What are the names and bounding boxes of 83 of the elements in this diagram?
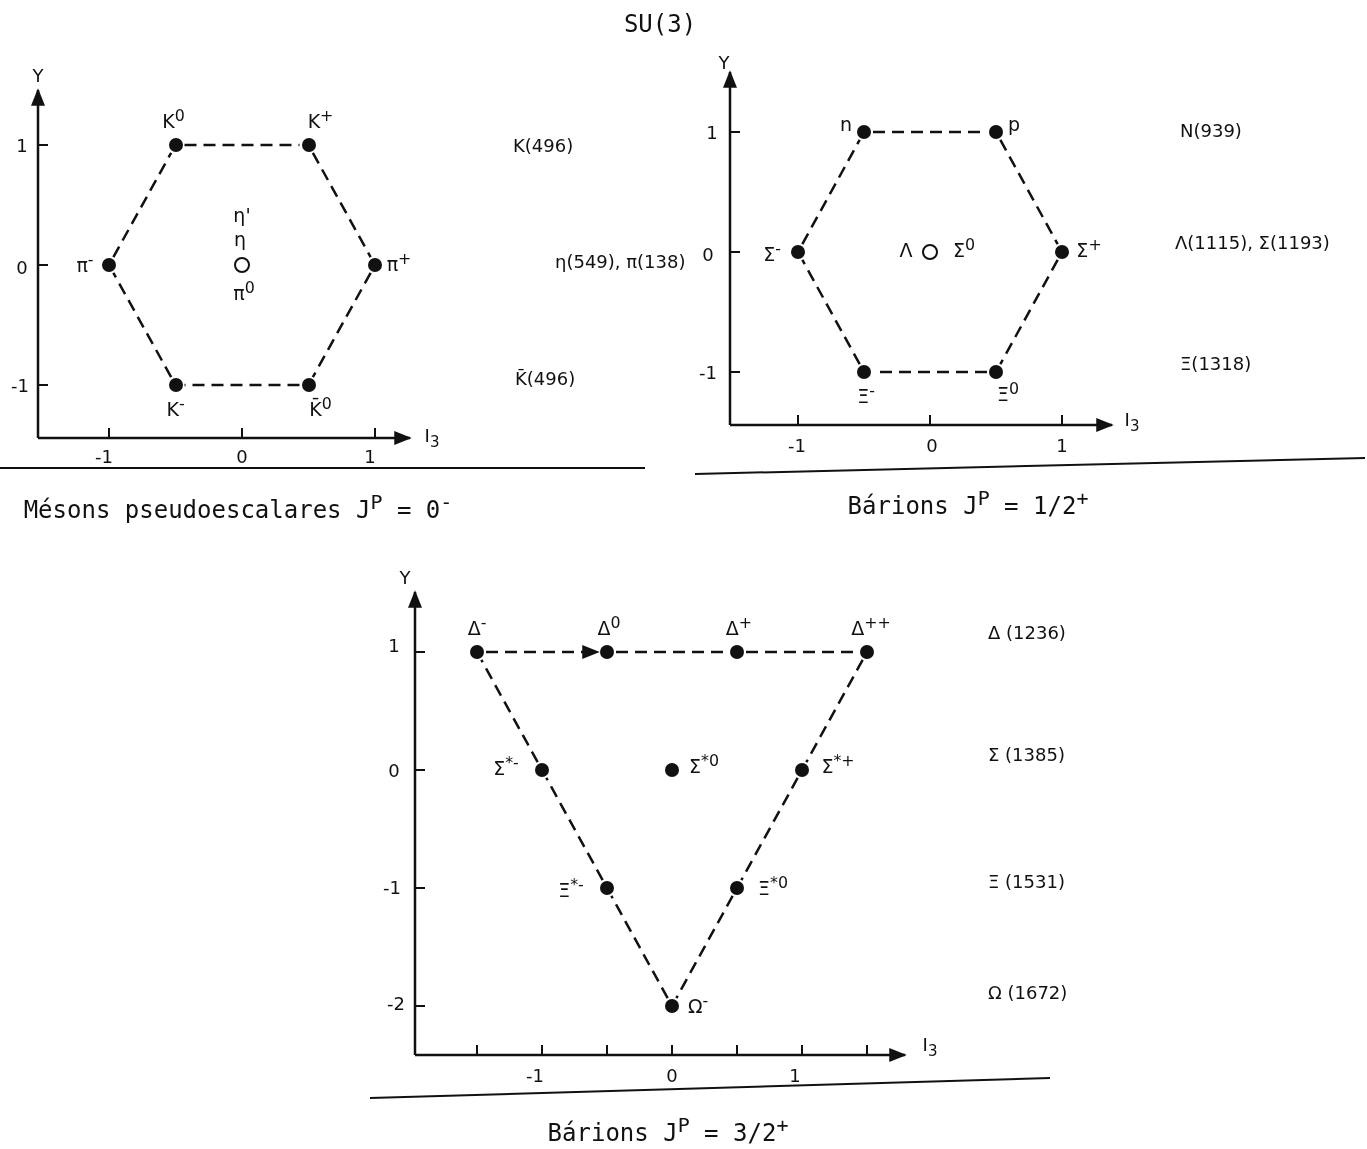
axis-tick-label: -1 <box>788 434 806 456</box>
particle-label: Σ$^{0}$ <box>952 234 976 262</box>
particle-label: π$^{-}$ <box>76 249 94 277</box>
mass-label: K(496) <box>513 135 574 156</box>
axis-tick-label: -1 <box>699 361 717 383</box>
mass-label: Ω (1672) <box>988 982 1068 1003</box>
axis-tick-label: -1 <box>95 445 113 467</box>
particle-label: η <box>234 228 246 250</box>
dashed-line <box>480 659 539 763</box>
particle-label: Δ$^{+}$ <box>725 612 753 640</box>
panel-caption: Bárions J$^{P}$ = 1/2$^{+}$ <box>847 486 1089 520</box>
axis-tick-label: Y <box>399 566 411 588</box>
particle-label: Ξ$^{*-}$ <box>558 874 584 902</box>
axis-tick-label: -1 <box>11 374 29 396</box>
axis-tick-label: Y <box>32 64 44 86</box>
axis-tick-label: -2 <box>387 992 405 1014</box>
particle-label: Σ$^{*-}$ <box>493 752 519 780</box>
axis-tick-label: 0 <box>236 445 248 467</box>
particle-label: Δ$^{++}$ <box>851 612 891 640</box>
particle-label: Σ$^{-}$ <box>763 238 781 266</box>
particle-label: K$^{+}$ <box>307 105 334 133</box>
axis-tick-label: I$_{3}$ <box>424 425 440 451</box>
particle-label: π$^{0}$ <box>233 277 255 305</box>
axis-tick-label: 1 <box>388 634 400 656</box>
particle-label: Ξ$^{*0}$ <box>758 872 788 900</box>
axis-tick-label: 1 <box>706 121 718 143</box>
particle-label: K̄$^{0}$ <box>309 393 332 421</box>
dashed-line <box>545 777 604 881</box>
dashed-line <box>801 259 861 365</box>
dashed-line <box>311 152 372 258</box>
axis-tick-label: Y <box>718 51 730 73</box>
mass-label: Δ (1236) <box>988 622 1066 643</box>
axis-tick-label: 1 <box>789 1064 801 1086</box>
dashed-line <box>801 139 861 245</box>
axis-tick-label: 0 <box>388 759 400 781</box>
axis-tick-label: 0 <box>702 243 714 265</box>
axis-tick-label: 1 <box>364 445 376 467</box>
mass-label: Λ(1115), Σ(1193) <box>1175 232 1330 253</box>
axis-tick-label: 0 <box>16 256 28 278</box>
particle-label: Ξ$^{-}$ <box>857 380 875 408</box>
particle-label: Λ <box>899 239 913 261</box>
dashed-line <box>999 139 1059 245</box>
particle-label: η' <box>233 204 251 226</box>
dashed-line <box>805 659 864 763</box>
mass-label: η(549), π(138) <box>555 251 686 272</box>
axis-tick-label: 0 <box>926 434 938 456</box>
axis-tick-label: 1 <box>1056 434 1068 456</box>
particle-label: K$^{-}$ <box>166 393 185 421</box>
panel-caption: Mésons pseudoescalares J$^{P}$ = 0$^{-}$ <box>23 490 453 524</box>
dashed-line <box>999 259 1059 365</box>
axis-tick-label: 0 <box>666 1064 678 1086</box>
dashed-line <box>675 895 734 999</box>
particle-label: Ω$^{-}$ <box>687 990 709 1018</box>
particle-label: Σ$^{*0}$ <box>689 750 719 778</box>
axis-tick-label: 1 <box>16 134 28 156</box>
axis-tick-label: -1 <box>383 876 401 898</box>
dashed-line <box>112 152 173 258</box>
particle-label: Σ$^{*+}$ <box>821 750 855 778</box>
particle-label: Ξ$^{0}$ <box>996 378 1020 406</box>
dashed-arrow <box>486 645 600 659</box>
dashed-line <box>311 272 372 378</box>
panel-caption: Bárions J$^{P}$ = 3/2$^{+}$ <box>547 1113 789 1147</box>
axis-tick-label: I$_{3}$ <box>1124 409 1140 435</box>
axis-tick-label: -1 <box>526 1064 544 1086</box>
particle-label: p <box>1007 113 1021 135</box>
mass-label: Ξ(1318) <box>1180 353 1252 374</box>
particle-label: n <box>840 113 852 135</box>
particle-label: Σ$^{+}$ <box>1076 234 1102 262</box>
particle-label: Δ$^{-}$ <box>467 612 487 640</box>
dashed-line <box>610 895 669 999</box>
dashed-line <box>740 777 799 881</box>
particle-label: π$^{+}$ <box>386 248 412 276</box>
particle-label: Δ$^{0}$ <box>597 612 621 640</box>
mass-label: Ξ (1531) <box>988 871 1065 892</box>
dashed-line <box>184 383 300 387</box>
particle-label: K$^{0}$ <box>162 105 185 133</box>
diagram-title: SU(3) <box>623 10 697 38</box>
mass-label: K̄(496) <box>515 368 576 389</box>
mass-label: Σ (1385) <box>988 744 1065 765</box>
mass-label: N(939) <box>1180 120 1242 141</box>
dashed-line <box>112 272 173 378</box>
dashed-line <box>184 143 300 147</box>
axis-tick-label: I$_{3}$ <box>922 1034 938 1060</box>
